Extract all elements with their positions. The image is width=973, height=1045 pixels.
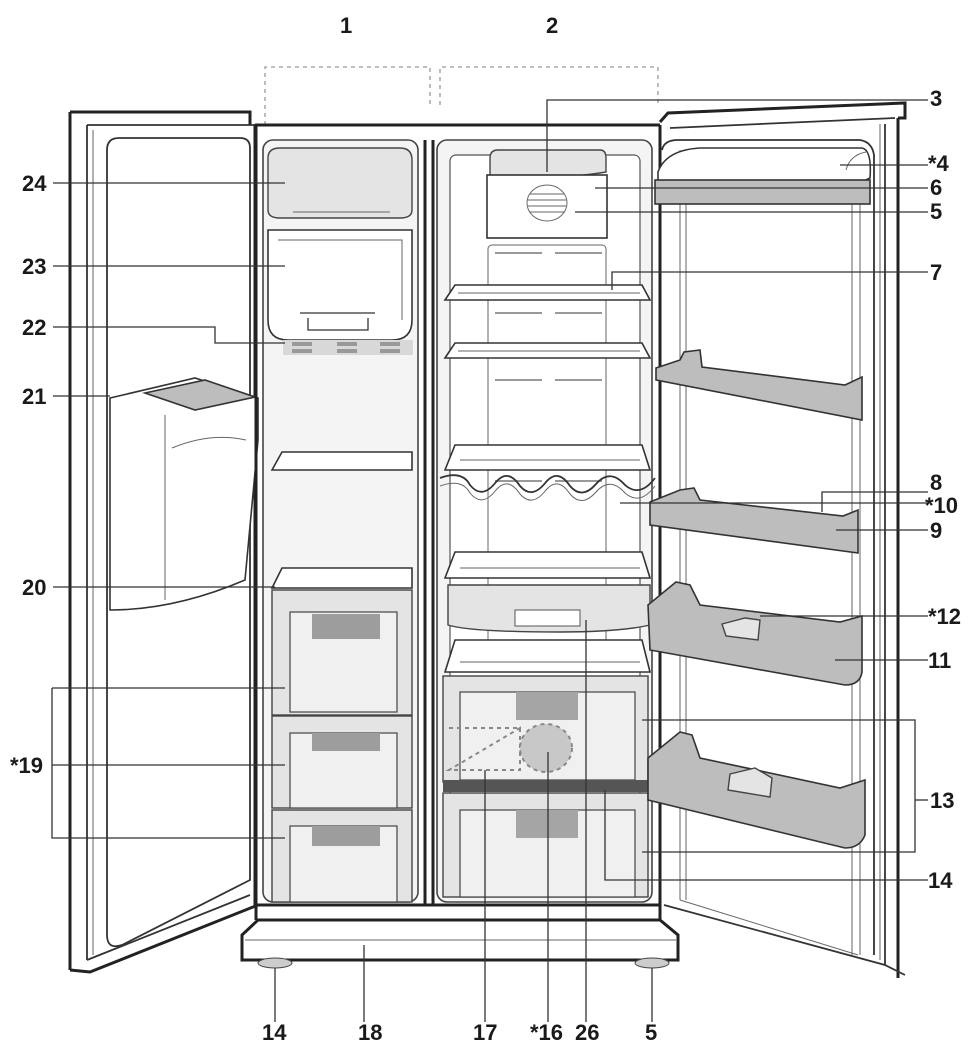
fridge-interior: [439, 149, 656, 898]
fridge-door: [647, 101, 907, 978]
callout-labels: 3 *4 6 5 7 8 *10 9 *12 11 13 14 24 23 22…: [10, 86, 961, 1045]
callout-23: 23: [22, 254, 46, 279]
callout-17: 17: [473, 1020, 497, 1045]
callout-14-bottom: 14: [262, 1020, 287, 1045]
callout-18: 18: [358, 1020, 382, 1045]
callout-4: *4: [928, 151, 950, 176]
callout-14-right: 14: [928, 868, 953, 893]
callout-20: 20: [22, 575, 46, 600]
callout-8: 8: [930, 470, 942, 495]
compartment-brackets: [264, 66, 659, 125]
callout-7: 7: [930, 260, 942, 285]
label-fridge-compartment: 2: [546, 13, 558, 38]
callout-5-bottom: 5: [645, 1020, 657, 1045]
callout-22: 22: [22, 315, 46, 340]
ice-water-dispenser: [109, 377, 259, 611]
callout-9: 9: [930, 518, 942, 543]
leader-lines: [51, 99, 928, 1022]
callout-11: 11: [928, 648, 951, 673]
callout-24: 24: [22, 171, 47, 196]
callout-3: 3: [930, 86, 942, 111]
callout-10: *10: [925, 493, 958, 518]
callout-13: 13: [930, 788, 954, 813]
callout-12: *12: [928, 604, 961, 629]
callout-16: *16: [530, 1020, 563, 1045]
base-grille: [240, 903, 680, 969]
freezer-interior: [267, 147, 413, 903]
label-freezer-compartment: 1: [340, 13, 352, 38]
callout-19: *19: [10, 753, 43, 778]
callout-26: 26: [575, 1020, 599, 1045]
callout-21: 21: [22, 384, 46, 409]
callout-6: 6: [930, 175, 942, 200]
callout-5-top: 5: [930, 199, 942, 224]
